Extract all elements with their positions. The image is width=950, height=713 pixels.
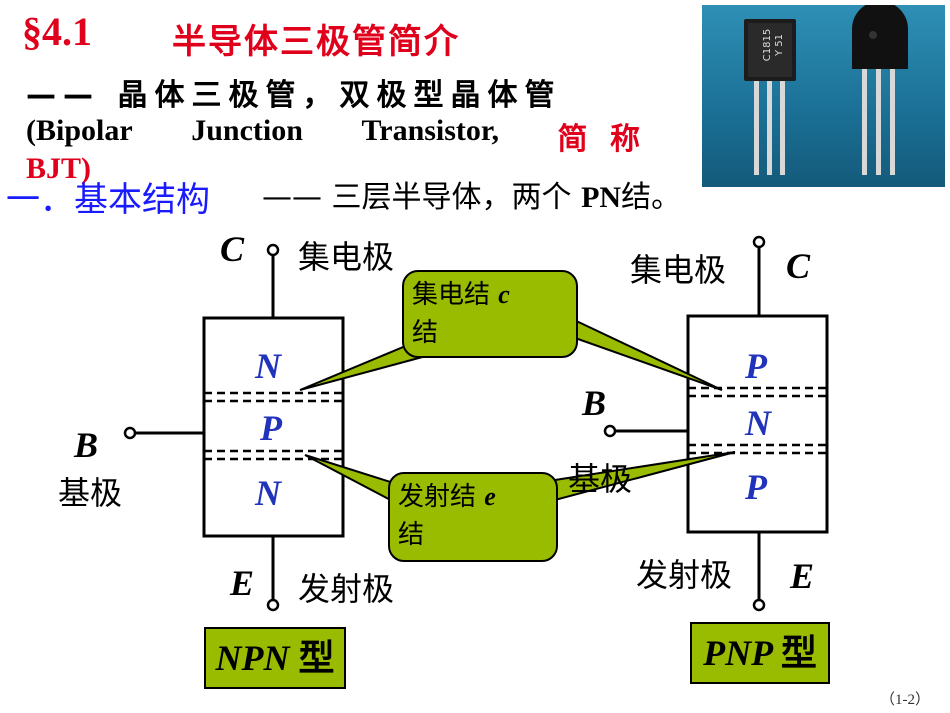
pnp-emitter-label: 发射极 [636, 556, 733, 594]
section-number: §4.1 [22, 9, 92, 54]
collector-junction-callout: 集电结 c 结 [402, 270, 578, 358]
section-heading-description: —— 三层半导体，两个 PN结。 [262, 180, 682, 215]
emitter-junction-callout: 发射结 e 结 [388, 472, 558, 562]
pnp-layer-collector: P [745, 346, 767, 386]
npn-emitter-label: 发射极 [298, 570, 395, 608]
intro-line-1: —— 晶体三极管，双极型晶体管 [26, 78, 562, 113]
intro-word-junction: Junction [191, 114, 303, 147]
npn-collector-label: 集电极 [298, 238, 395, 276]
pnp-emitter-letter: E [790, 556, 815, 596]
intro-word-transistor: Transistor, [361, 114, 499, 147]
npn-base-letter: B [74, 425, 99, 465]
pnp-body [686, 314, 829, 534]
page-title: 半导体三极管简介 [172, 22, 460, 62]
transistor-photo: C1815Y 51 [702, 1, 945, 187]
intro-word-bipolar: (Bipolar [26, 114, 133, 147]
pnp-collector-letter: C [786, 246, 811, 286]
pnp-base-label: 基极 [568, 460, 633, 498]
npn-collector-letter: C [220, 229, 245, 269]
section-heading: 一．基本结构 [6, 180, 210, 220]
npn-layer-emitter: N [255, 473, 281, 513]
intro-line-2: (Bipolar Junction Transistor, 简 称 [26, 114, 646, 158]
npn-body [202, 316, 345, 538]
page-number: （1-2） [880, 692, 930, 708]
npn-type-label: NPN 型 [204, 627, 346, 689]
npn-layer-collector: N [255, 346, 281, 386]
transistor-marking: C1815Y 51 [762, 29, 785, 61]
npn-emitter-letter: E [230, 563, 255, 603]
pnp-collector-label: 集电极 [630, 251, 727, 289]
intro-line-3: BJT) [26, 152, 92, 185]
pnp-base-letter: B [582, 383, 607, 423]
pnp-layer-emitter: P [745, 467, 767, 507]
pnp-type-label: PNP 型 [690, 622, 830, 684]
intro-abbrev-label: 简 称 [557, 122, 646, 157]
npn-layer-base: P [260, 408, 282, 448]
npn-base-label: 基极 [58, 474, 123, 512]
pnp-layer-base: N [745, 403, 771, 443]
